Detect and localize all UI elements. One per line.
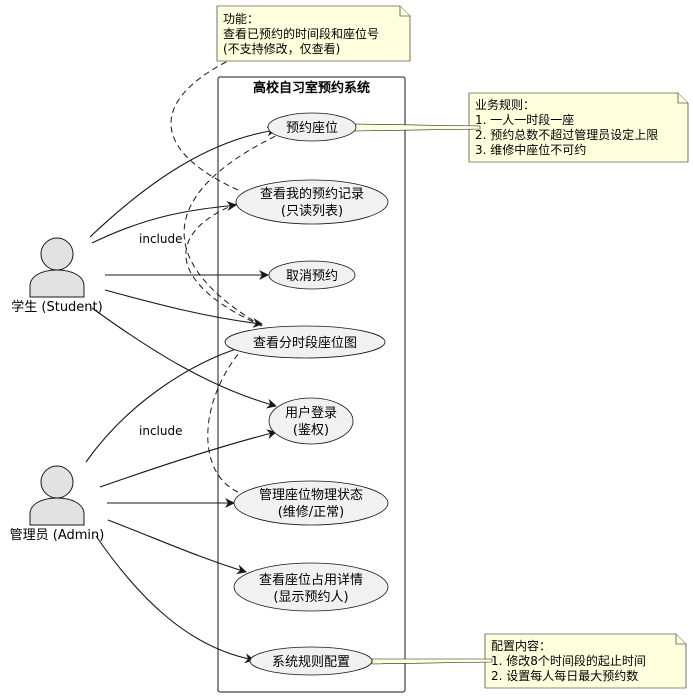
association-arrow [99, 429, 277, 488]
system-title: 高校自习室预约系统 [253, 80, 370, 96]
include-curve [185, 203, 263, 327]
use-case-label: 预约座位 [286, 121, 338, 136]
association-arrow [91, 307, 277, 409]
actor-admin: 管理员 (Admin) [10, 465, 105, 543]
note-line: 1. 修改8个时间段的起止时间 [491, 653, 646, 668]
use-case-label: (维修/正常) [278, 505, 345, 520]
note-line: 配置内容： [491, 638, 551, 653]
use-case-label: 查看座位占用详情 [259, 572, 363, 588]
note-line: 3. 维修中座位不可约 [475, 142, 586, 157]
note-connector [354, 123, 481, 132]
include-curve [183, 131, 285, 327]
use-case-label: 系统规则配置 [272, 655, 350, 670]
note-link-dashed [170, 59, 239, 191]
association-arrow [91, 201, 237, 244]
include-label: include [139, 424, 182, 438]
use-case-system-rules-config[interactable]: 系统规则配置 [249, 646, 373, 676]
use-case-manage-seat-status[interactable]: 管理座位物理状态 (维修/正常) [233, 480, 389, 526]
association-arrow [107, 519, 247, 575]
note-line: 功能： [223, 12, 259, 26]
note-line: 2. 预约总数不超过管理员设定上限 [475, 127, 658, 142]
use-case-label: 查看分时段座位图 [253, 335, 357, 351]
use-case-label: 用户登录 [285, 405, 337, 421]
use-case-reserve-seat[interactable]: 预约座位 [267, 112, 357, 142]
note-business-rules: 业务规则： 1. 一人一时段一座 2. 预约总数不超过管理员设定上限 3. 维修… [468, 92, 689, 163]
note-line: 查看已预约的时间段和座位号 [223, 26, 379, 41]
note-view-records: 功能： 查看已预约的时间段和座位号 (不支持修改，仅查看) [216, 5, 411, 62]
use-case-label: (只读列表) [281, 204, 343, 219]
use-case-label: 查看我的预约记录 [260, 186, 364, 202]
use-case-label: 管理座位物理状态 [259, 488, 363, 503]
system-boundary: 高校自习室预约系统 [217, 76, 406, 693]
note-config: 配置内容： 1. 修改8个时间段的起止时间 2. 设置每人每日最大预约数 [484, 633, 687, 689]
person-icon [29, 465, 85, 526]
association-arrow [95, 535, 255, 664]
actor-student: 学生 (Student) [11, 237, 103, 315]
use-case-seat-map-by-slot[interactable]: 查看分时段座位图 [224, 325, 386, 359]
note-line: 2. 设置每人每日最大预约数 [491, 668, 638, 683]
use-case-label: 取消预约 [286, 269, 338, 284]
person-icon [29, 237, 85, 298]
actor-label: 学生 (Student) [11, 299, 102, 315]
actor-label: 管理员 (Admin) [10, 528, 105, 543]
use-case-label: (鉴权) [293, 422, 329, 438]
use-case-cancel-reservation[interactable]: 取消预约 [268, 260, 356, 290]
association-arrow [104, 289, 263, 328]
association-arrow [89, 126, 277, 238]
use-case-label: (显示预约人) [273, 590, 348, 605]
use-case-view-my-reservations[interactable]: 查看我的预约记录 (只读列表) [235, 179, 389, 225]
note-connector [371, 658, 493, 665]
note-line: 1. 一人一时段一座 [475, 112, 574, 127]
note-line: 业务规则： [475, 97, 535, 112]
use-case-view-occupancy-details[interactable]: 查看座位占用详情 (显示预约人) [233, 562, 389, 612]
note-line: (不支持修改，仅查看) [223, 41, 340, 56]
include-label: include [139, 232, 182, 246]
use-case-user-login[interactable]: 用户登录 (鉴权) [268, 397, 354, 445]
